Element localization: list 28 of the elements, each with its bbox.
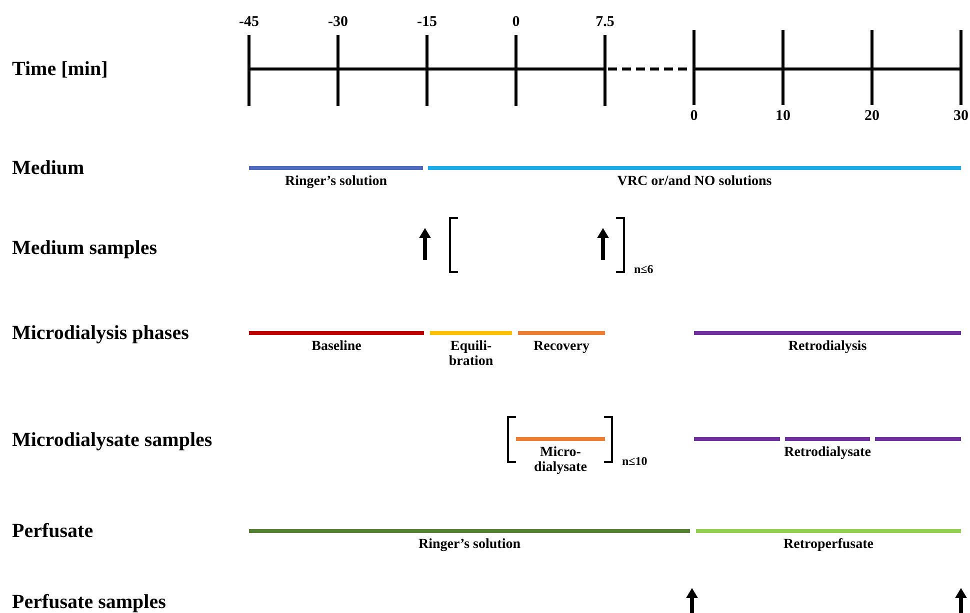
segment-label: Micro-dialysate <box>533 445 588 476</box>
tick-label: 0 <box>512 14 520 30</box>
segment-label: Recovery <box>534 339 590 354</box>
segment-label: Baseline <box>312 339 362 354</box>
count-note: n≤6 <box>634 263 654 276</box>
segment-label: Equili-bration <box>448 339 494 370</box>
segment-label: Ringer’s solution <box>284 174 388 190</box>
segment-label: Retrodialysate <box>784 445 871 460</box>
segment-label: Retroperfusate <box>784 537 874 552</box>
row-title: Time [min] <box>12 58 108 80</box>
tick-label: 30 <box>954 108 968 124</box>
segment-label: Ringer’s solution <box>418 537 521 552</box>
tick-label: 7.5 <box>596 14 614 30</box>
tick-label: 20 <box>864 108 880 124</box>
tick-label: -15 <box>417 14 437 30</box>
row-title: Perfusate samples <box>12 591 166 613</box>
tick-label: -45 <box>239 14 259 30</box>
count-note: n≤10 <box>622 455 648 468</box>
tick-label: 10 <box>776 108 790 124</box>
segment-label: VRC or/and NO solutions <box>617 174 772 190</box>
row-title: Microdialysis phases <box>12 322 189 344</box>
row-title: Perfusate <box>12 520 94 542</box>
row-title: Medium <box>12 157 84 179</box>
segment-label: Retrodialysis <box>788 339 867 354</box>
tick-label: 0 <box>690 108 698 124</box>
tick-label: -30 <box>328 14 348 30</box>
row-title: Microdialysate samples <box>12 429 212 451</box>
row-title: Medium samples <box>12 237 157 259</box>
